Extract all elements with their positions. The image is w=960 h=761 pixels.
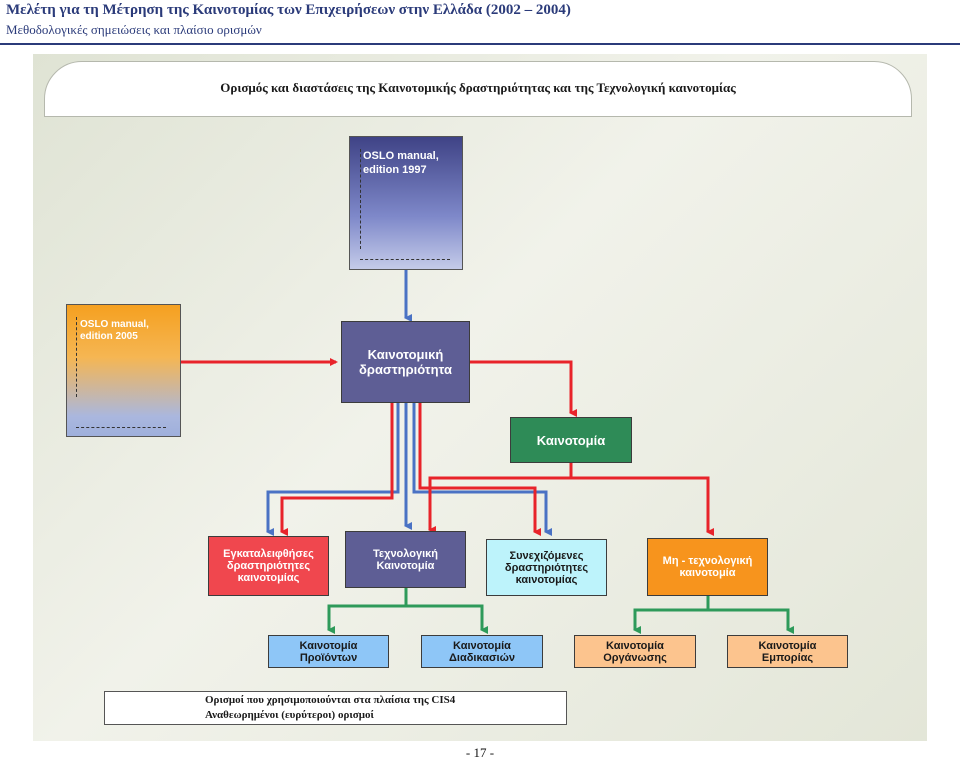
product-innovation-box: Καινοτομία Προϊόντων (268, 635, 389, 668)
oslo-1997-label-line1: OSLO manual, (363, 150, 439, 162)
process-line2: Διαδικασιών (449, 651, 515, 664)
marketing-innovation-box: Καινοτομία Εμπορίας (727, 635, 848, 668)
organisational-line1: Καινοτομία (606, 639, 664, 652)
abandoned-line3: καινοτομίας (237, 572, 300, 584)
legend-box (104, 691, 567, 725)
abandoned-activities-box: Εγκαταλειφθήσες δραστηριότητες καινοτομί… (208, 536, 329, 596)
innovation-label: Καινοτομία (536, 432, 606, 448)
oslo-2005-label-line2: edition 2005 (80, 331, 138, 342)
product-line2: Προϊόντων (299, 651, 358, 664)
red-to-non-technological (571, 476, 714, 536)
product-line1: Καινοτομία (299, 639, 358, 652)
arrow-activity-to-innovation (470, 360, 577, 417)
innovation-box: Καινοτομία (510, 417, 632, 463)
ongoing-activities-box: Συνεχιζόμενες δραστηριότητες καινοτομίας (486, 539, 607, 596)
red-to-ongoing (418, 403, 541, 536)
oslo-2005-box (66, 304, 181, 437)
non-technological-innovation-box: Μη - τεχνολογική καινοτομία (647, 538, 768, 596)
organisational-innovation-box: Καινοτομία Οργάνωσης (574, 635, 696, 668)
oslo-1997-box (349, 136, 463, 270)
abandoned-line1: Εγκαταλειφθήσες (223, 548, 314, 560)
green-to-product (327, 588, 408, 634)
oslo-2005-label-line1: OSLO manual, (80, 319, 149, 330)
legend-red-text: Αναθεωρημένοι (ευρύτεροι) ορισμοί (205, 709, 374, 721)
green-to-organisational (633, 596, 710, 634)
process-line1: Καινοτομία (453, 639, 511, 652)
innovative-activity-line1: Καινοτομική (367, 347, 444, 362)
non-technological-line1: Μη - τεχνολογική (662, 555, 753, 567)
ongoing-line3: καινοτομίας (515, 573, 578, 586)
green-to-marketing (708, 608, 794, 634)
abandoned-line2: δραστηριότητες (226, 560, 311, 572)
header-rule (0, 43, 960, 45)
legend-blue-text: Ορισμοί που χρησιμοποιούνται στα πλαίσια… (205, 694, 456, 706)
technological-innovation-box: Τεχνολογική Καινοτομία (345, 531, 466, 588)
red-to-abandoned (280, 403, 394, 536)
diagram-title: Ορισμός και διαστάσεις της Καινοτομικής … (220, 80, 736, 95)
oslo-1997-label-line2: edition 1997 (363, 164, 427, 176)
blue-to-abandoned (266, 403, 400, 536)
blue-to-ongoing (412, 403, 552, 536)
page-number: - 17 - (465, 745, 495, 760)
technological-line1: Τεχνολογική (372, 547, 439, 560)
ongoing-line1: Συνεχιζόμενες (509, 549, 584, 562)
document-title: Μελέτη για τη Μέτρηση της Καινοτομίας τω… (6, 2, 571, 18)
document-subtitle: Μεθοδολογικές σημειώσεις και πλαίσιο ορι… (6, 22, 262, 37)
ongoing-line2: δραστηριότητες (504, 561, 589, 574)
marketing-line2: Εμπορίας (761, 651, 814, 664)
diagram-title-bar (44, 61, 912, 117)
innovative-activity-line2: δραστηριότητα (359, 362, 452, 377)
innovative-activity-box: Καινοτομική δραστηριότητα (341, 321, 470, 403)
process-innovation-box: Καινοτομία Διαδικασιών (421, 635, 543, 668)
organisational-line2: Οργάνωσης (603, 651, 667, 664)
marketing-line1: Καινοτομία (758, 639, 817, 652)
red-innovation-branch (428, 463, 573, 534)
green-to-process (406, 604, 488, 634)
non-technological-line2: καινοτομία (679, 567, 736, 579)
technological-line2: Καινοτομία (376, 559, 435, 572)
